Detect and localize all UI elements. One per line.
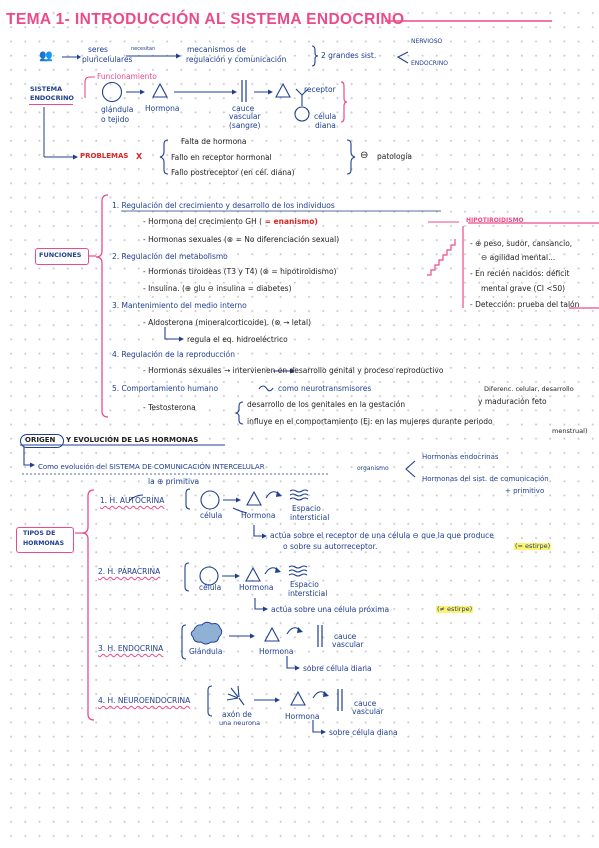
- hipo-line-5: - Detección: prueba del talón: [470, 300, 580, 309]
- f2-title: 2. Regulación del metabolismo: [112, 252, 228, 261]
- mecanismos-text: mecanismos de: [187, 45, 246, 54]
- autocrina-title: 1. H. AUTOCRINA: [100, 496, 165, 505]
- endocrina-hormona: Hormona: [259, 647, 294, 656]
- pluricelulares-text: pluricelulares: [82, 55, 133, 64]
- hormonas-primitivo: + primitivo: [505, 487, 545, 495]
- paracrina-title: 2. H. PARACRINA: [98, 567, 161, 576]
- funciones-box: [35, 248, 89, 265]
- f5-b-3: menstrual): [552, 427, 588, 435]
- sistema-underline: [29, 104, 73, 105]
- origen-title-b: Y EVOLUCIÓN DE LAS HORMONAS: [66, 436, 199, 444]
- patologia-symbol: ⊖: [360, 150, 369, 161]
- patologia-text: patología: [377, 152, 412, 161]
- origen-box: [20, 434, 64, 448]
- endocrina-title: 3. H. ENDOCRINA: [98, 644, 164, 653]
- hipo-line-1: - ⊕ peso, sudor, cansancio,: [470, 239, 573, 248]
- neuro-vascular: vascular: [352, 707, 384, 716]
- f2-b: - Insulina. (⊕ glu ⊖ insulina = diabetes…: [143, 284, 292, 293]
- nervioso-text: NERVIOSO: [411, 38, 443, 45]
- seres-text: seres: [88, 45, 108, 54]
- f5-b-2: influye en el comportamiento (Ej: en las…: [247, 417, 493, 426]
- primitiva-label: la ⊕ primitiva: [148, 477, 200, 486]
- neuro-note: sobre célula diana: [329, 728, 398, 737]
- organismo-text: organismo: [357, 465, 389, 472]
- origen-title-a: ORIGEN: [25, 436, 56, 444]
- f4-title: 4. Regulación de la reproducción: [112, 350, 235, 359]
- f5-b-1: desarrollo de los genitales en la gestac…: [247, 400, 406, 409]
- hipo-line-4: mental grave (CI <50): [481, 284, 566, 293]
- celula-label: célula: [314, 112, 337, 121]
- hormonas-sist: Hormonas del sist. de comunicación: [422, 475, 549, 483]
- paracrina-intersticial: intersticial: [288, 589, 328, 598]
- regulacion-text: regulación y comunicación: [186, 55, 287, 64]
- autocrina-note-hl: (= estirpe): [514, 542, 552, 550]
- problema-1: Falta de hormona: [181, 137, 247, 146]
- f1-b: - Hormonas sexuales (⊗ = No diferenciaci…: [143, 235, 340, 244]
- f3-b: regula el eq. hidroeléctrico: [187, 335, 288, 344]
- f4-a: - Hormonas sexuales → intervienen en des…: [143, 366, 444, 375]
- hormona-label: Hormona: [145, 104, 180, 113]
- neuro-axon-b: una neurona: [219, 719, 261, 727]
- tipos-box: [16, 527, 74, 553]
- endocrino-text: ENDOCRINO: [411, 60, 448, 67]
- f2-a: - Hormonas tiroideas (T3 y T4) (⊗ = hipo…: [143, 267, 337, 276]
- paracrina-hormona: Hormona: [239, 583, 274, 592]
- neuro-hormona: Hormona: [285, 712, 320, 721]
- f5-testosterona: - Testosterona: [143, 403, 196, 412]
- receptor-label: receptor: [304, 85, 336, 94]
- sistema-label-b: ENDOCRINO: [30, 94, 74, 102]
- endocrina-cauce: cauce: [334, 632, 357, 641]
- autocrina-note-a: actúa sobre el receptor de una célula ⊖ …: [270, 531, 494, 540]
- endocrina-glandula: Glándula: [189, 647, 223, 656]
- origen-line: Como evolución del SISTEMA DE COMUNICACI…: [38, 463, 265, 471]
- neuro-axon-a: axón de: [222, 710, 252, 719]
- f5-right: Diferenc. celular, desarrollo: [484, 385, 574, 393]
- f5-mid: como neurotransmisores: [278, 384, 372, 393]
- paracrina-note-hl: (≠ estirpe): [436, 605, 474, 613]
- paracrina-note: actúa sobre una célula próxima: [271, 605, 390, 614]
- people-icon: 👥: [39, 49, 53, 62]
- necesitan-text: necesitan: [131, 46, 156, 52]
- autocrina-note-b: o sobre su autorreceptor.: [283, 542, 378, 551]
- problema-3: Fallo postreceptor (en cél. diana): [171, 168, 295, 177]
- vascular-label: vascular: [229, 112, 261, 121]
- cauce-label: cauce: [232, 104, 255, 113]
- paracrina-celula: célula: [199, 583, 222, 592]
- autocrina-hormona: Hormona: [241, 511, 276, 520]
- f5-title: 5. Comportamiento humano: [112, 384, 219, 393]
- diana-label: diana: [315, 121, 336, 130]
- f1-a: - Hormona del crecimiento GH ( = enanism…: [143, 217, 318, 226]
- glandula-label: glándula: [101, 105, 134, 114]
- f5-b-1r: y maduración feto: [478, 397, 547, 406]
- paracrina-espacio: Espacio: [290, 580, 319, 589]
- tejido-label: o tejido: [101, 115, 130, 124]
- hormonas-endocrinas: Hormonas endocrinas: [422, 453, 499, 461]
- grandes-sist-text: 2 grandes sist.: [321, 51, 377, 60]
- endocrina-vascular: vascular: [332, 640, 364, 649]
- funcionamiento-label: Funcionamiento: [97, 72, 157, 81]
- hipo-line-3: - En recién nacidos: déficit: [470, 269, 570, 278]
- autocrina-espacio: Espacio: [292, 504, 321, 513]
- neuroendocrina-title: 4. H. NEUROENDOCRINA: [98, 696, 191, 705]
- f3-title: 3. Mantenimiento del medio interno: [112, 301, 247, 310]
- sistema-label: SISTEMA: [30, 85, 63, 93]
- tipos-label-b: HORMONAS: [23, 540, 65, 547]
- problemas-x: X: [136, 152, 143, 161]
- f1-title: 1. Regulación del crecimiento y desarrol…: [112, 201, 335, 210]
- f3-a: - Aldosterona (mineralcorticoide). (⊗ → …: [143, 318, 311, 327]
- funciones-label: FUNCIONES: [39, 251, 82, 259]
- neuro-cauce: cauce: [354, 699, 377, 708]
- page-title: TEMA 1- INTRODUCCIÓN AL SISTEMA ENDOCRIN…: [6, 11, 405, 28]
- hipotiroidismo-title: HIPOTIROIDISMO: [466, 217, 524, 224]
- autocrina-celula: célula: [200, 511, 223, 520]
- endocrina-note: sobre célula diana: [303, 664, 372, 673]
- problemas-label: PROBLEMAS: [80, 152, 129, 160]
- problema-2: Fallo en receptor hormonal: [171, 153, 272, 162]
- autocrina-intersticial: intersticial: [290, 513, 330, 522]
- sangre-label: (sangre): [229, 121, 261, 130]
- tipos-label-a: TIPOS DE: [23, 530, 56, 537]
- hipo-line-2: ⊖ agilidad mental...: [481, 253, 556, 262]
